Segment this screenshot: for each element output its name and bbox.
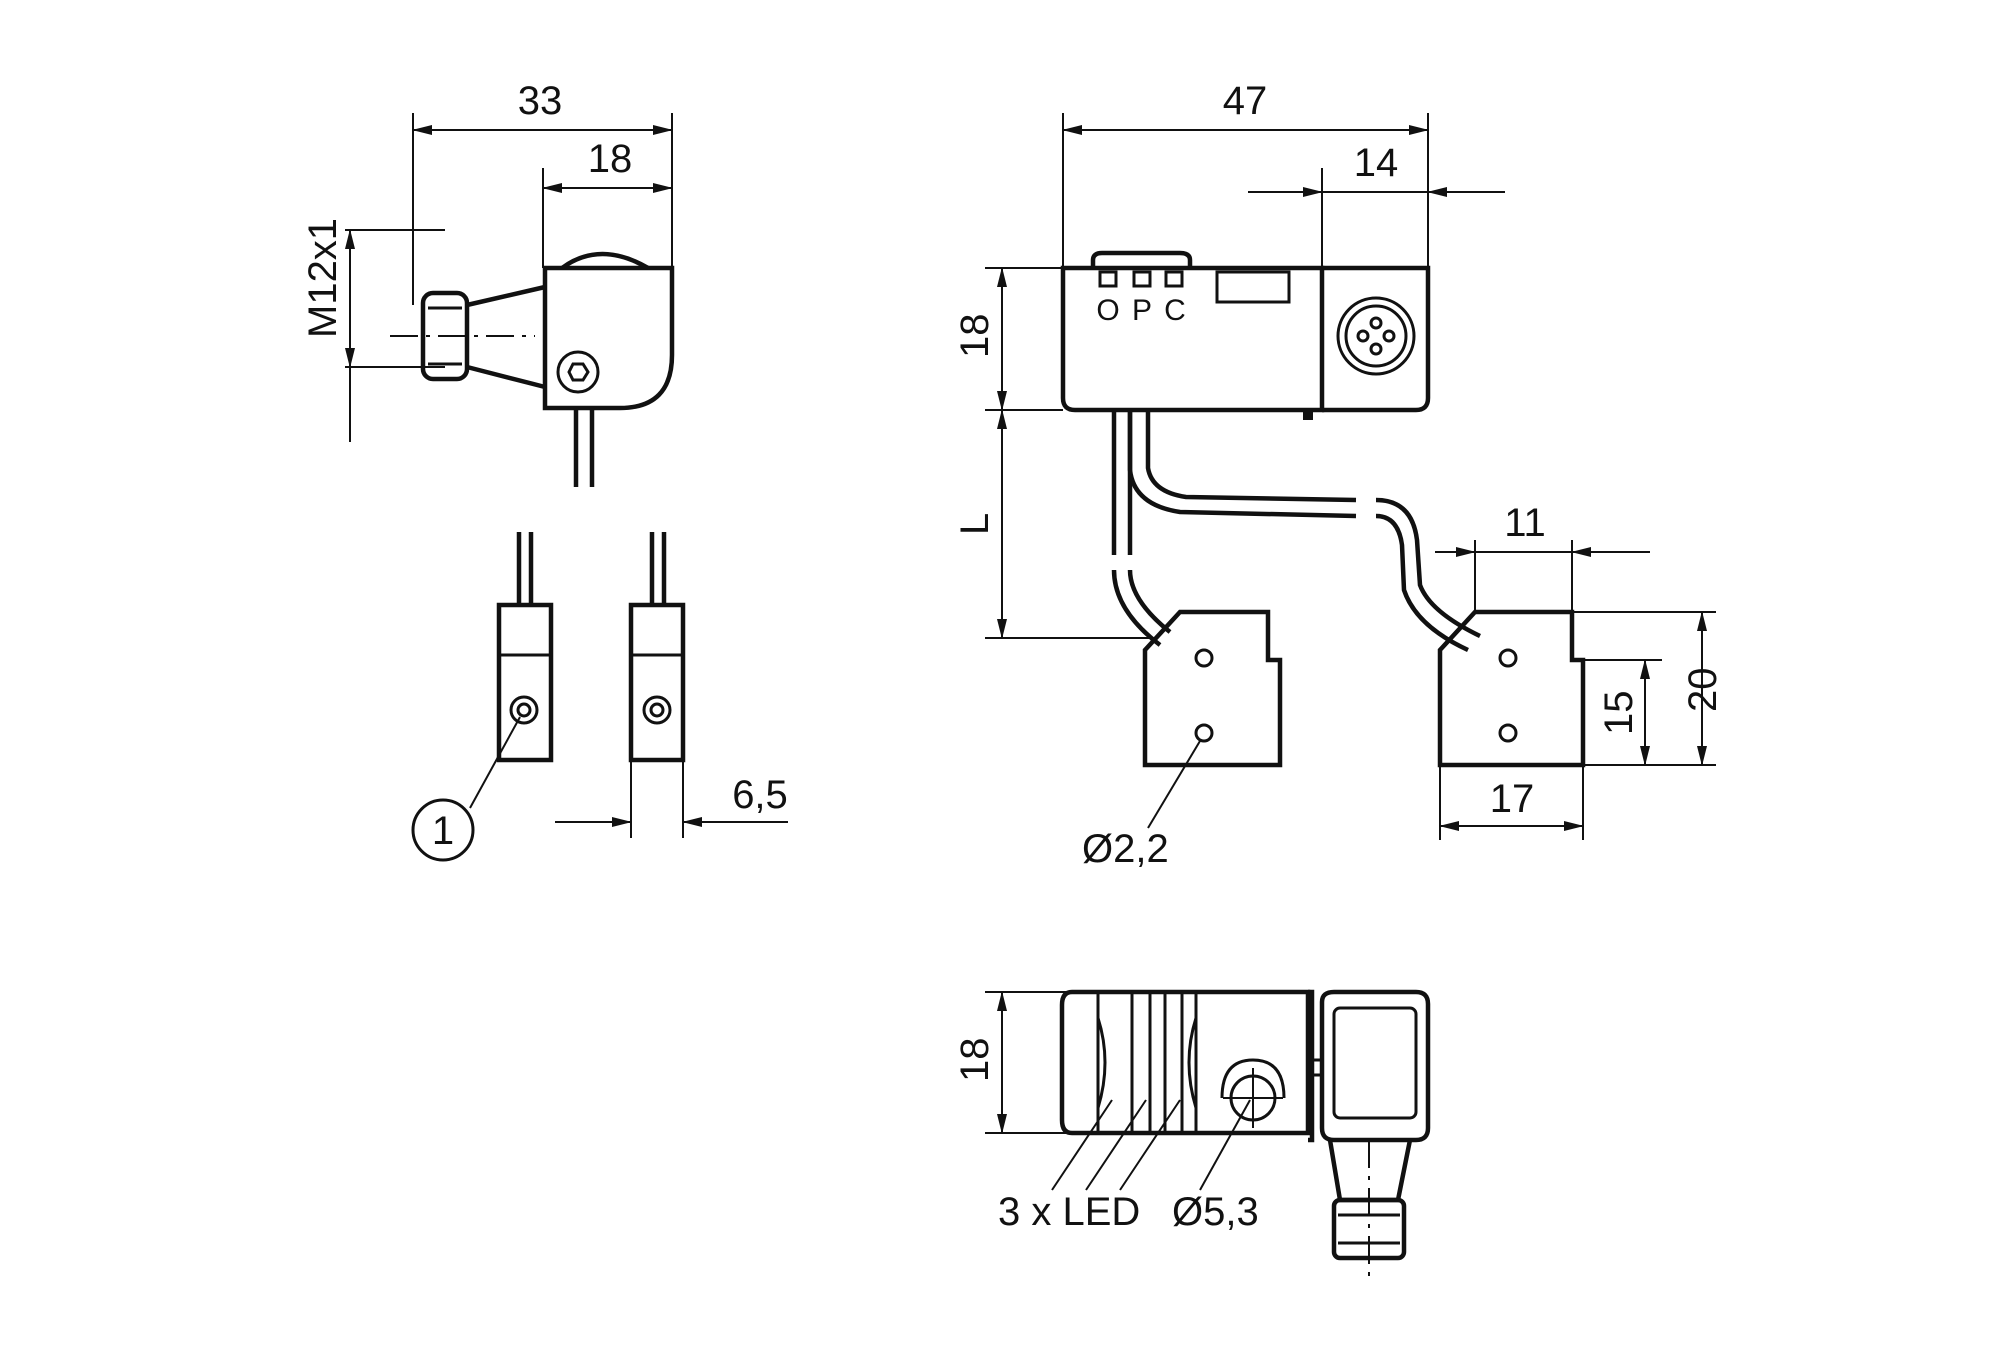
dim-47-label: 47 [1223, 79, 1268, 123]
bracket-right [628, 602, 686, 763]
connector-head [1319, 989, 1431, 1143]
m12-connector [420, 290, 470, 382]
bracket-front-right [1437, 609, 1586, 768]
dim-11-label: 11 [1504, 501, 1546, 545]
three-led-label: 3 x LED [998, 1190, 1140, 1234]
front-view: 47 14 18 L O P C [953, 79, 1725, 871]
callout-1-circle [411, 798, 475, 862]
dim-20-label: 20 [1681, 668, 1725, 713]
connector-face [1336, 296, 1416, 376]
label-plate [1215, 270, 1291, 304]
led-letter-p: P [1132, 294, 1152, 327]
bracket-front-left [1142, 609, 1283, 768]
dia-53-label: Ø5,3 [1172, 1190, 1259, 1234]
led-window-c [1164, 270, 1184, 288]
led-letter-c: C [1164, 294, 1186, 327]
led-window-p [1132, 270, 1152, 288]
side-view: 33 18 M12x1 [301, 79, 675, 487]
dim-L-label: L [953, 513, 997, 535]
dim-m12-label: M12x1 [301, 218, 345, 338]
dia-22-label: Ø2,2 [1082, 827, 1169, 871]
sensor-body-front [1060, 265, 1325, 413]
dim-18-top-label: 18 [588, 137, 633, 181]
dim-65-label: 6,5 [732, 773, 788, 817]
sensor-body-top [1059, 989, 1311, 1136]
dim-15-label: 15 [1597, 691, 1641, 736]
dim-18-side-label: 18 [953, 314, 997, 359]
led-letter-o: O [1096, 294, 1119, 327]
dim-17-label: 17 [1490, 777, 1535, 821]
top-view: 18 3 x LED Ø5,3 [953, 989, 1431, 1280]
dim-14-label: 14 [1354, 141, 1399, 185]
dim-33-label: 33 [518, 79, 563, 123]
dim-18-bottom-label: 18 [953, 1038, 997, 1083]
bracket-views: 1 6,5 [411, 532, 788, 862]
callout-1-label: 1 [432, 809, 454, 853]
sensor-body-side [542, 265, 675, 411]
bracket-left [496, 602, 554, 763]
led-window-o [1098, 270, 1118, 288]
hex-screw [556, 350, 600, 394]
